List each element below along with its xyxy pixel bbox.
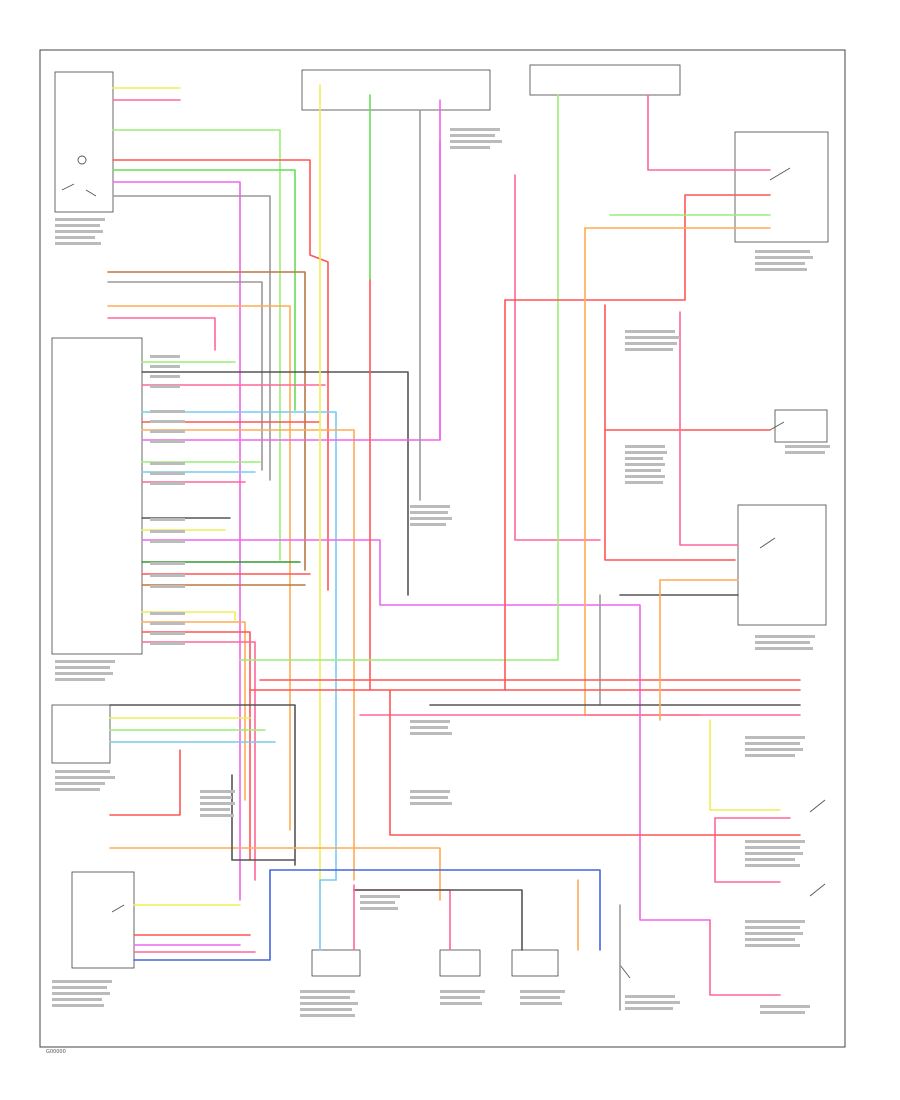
wire-darkgray-1 (141, 371, 409, 596)
wire-orange-1 (107, 305, 291, 831)
wire-pink-11 (714, 817, 781, 883)
wire-blue-1 (133, 869, 601, 961)
air-spring-solenoid-2 (439, 949, 481, 977)
wire-red-4 (141, 631, 251, 861)
wire-brown-1 (107, 271, 306, 571)
wire-pink-14 (353, 889, 451, 951)
wire-pink-12 (709, 919, 781, 996)
wire-red-13 (109, 749, 181, 816)
wire-pink-2 (107, 317, 216, 351)
wire-orange-3 (141, 621, 246, 801)
switch-symbols (61, 155, 826, 979)
air-spring-solenoid-1 (311, 949, 361, 977)
wire-orange-2 (141, 429, 355, 881)
wire-pink-7 (647, 94, 771, 171)
wire-orange-8 (109, 847, 441, 901)
ride-height-sensor-box (71, 871, 135, 969)
vent-solenoid-box (737, 504, 827, 626)
wire-red-12 (389, 689, 801, 836)
wire-lightgreen-4 (239, 94, 559, 661)
steering-sensor-box (51, 704, 111, 764)
power-distribution-box (529, 64, 681, 96)
wire-lightgreen-1 (112, 129, 281, 561)
label-placeholders (52, 128, 830, 1017)
wire-red-6 (504, 194, 771, 301)
wire-green-1 (112, 169, 296, 411)
wire-violet-3 (141, 539, 711, 921)
footer-code: G00000 (46, 1049, 66, 1055)
fuse-panel-box (301, 69, 491, 111)
wire-harness (107, 84, 801, 1011)
diagram-frame (39, 49, 846, 1048)
air-spring-solenoid-3 (511, 949, 559, 977)
ride-height-sensor-rr-box (734, 131, 829, 243)
compressor-relay-box (774, 409, 828, 443)
wire-lightblue-4 (319, 879, 337, 951)
wire-red-8 (604, 304, 736, 561)
suspension-module-box (54, 71, 114, 213)
wire-pink-6 (514, 174, 601, 541)
wire-darkgray-7 (353, 889, 523, 951)
wire-pink-5 (141, 641, 256, 881)
control-module-box (51, 337, 143, 655)
wire-gray-2 (107, 281, 263, 471)
wire-pink-8 (679, 311, 739, 546)
wire-violet-2 (141, 139, 441, 441)
component-blocks (51, 64, 829, 977)
wire-darkgray-5 (109, 704, 296, 866)
wire-yellow-5 (709, 719, 781, 811)
wire-lightblue-1 (141, 411, 337, 881)
